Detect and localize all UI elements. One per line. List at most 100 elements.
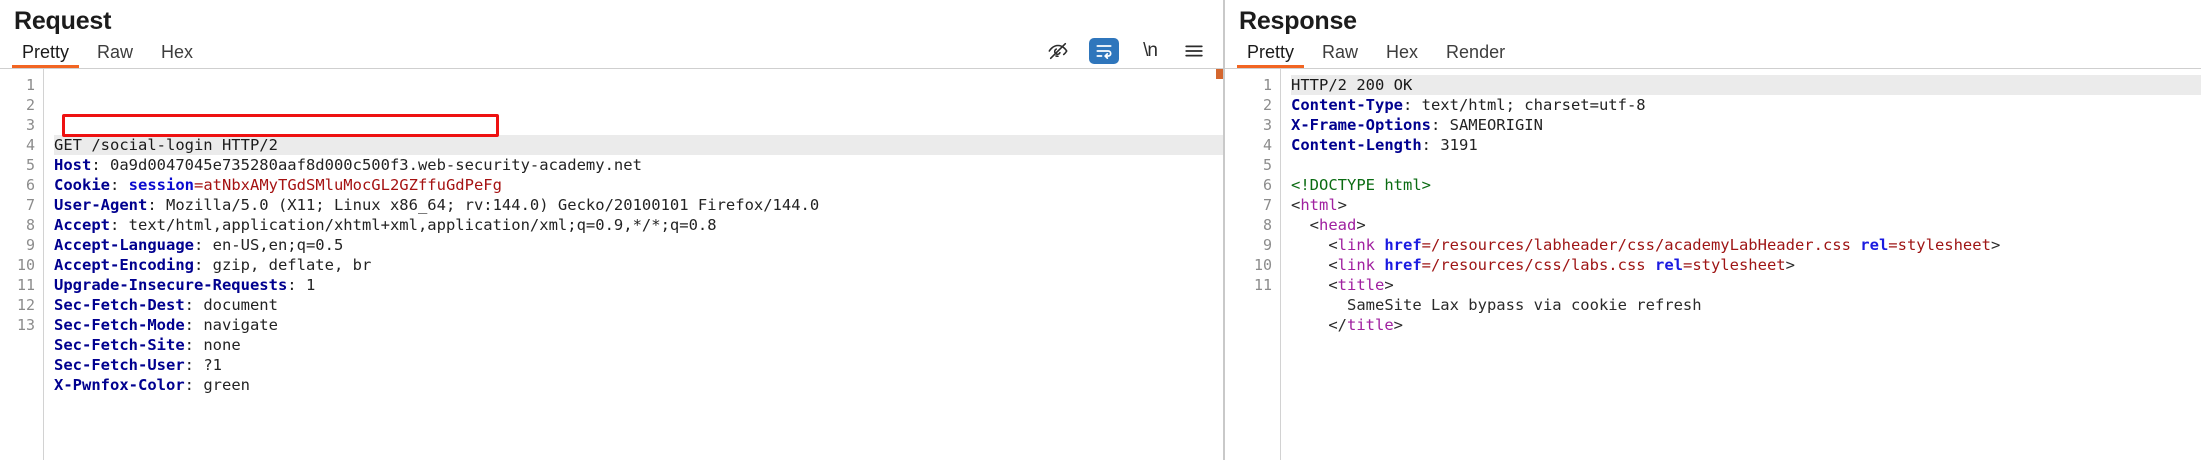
code-token: title xyxy=(1337,276,1385,294)
line-number: 10 xyxy=(16,256,35,274)
code-line: Sec-Fetch-Dest: document xyxy=(54,295,1223,315)
code-token: Sec-Fetch-Dest xyxy=(54,296,185,314)
line-number: 6 xyxy=(25,176,35,194)
line-number: 6 xyxy=(1262,176,1272,194)
response-tab-raw[interactable]: Raw xyxy=(1322,42,1359,62)
code-token: : 1 xyxy=(287,276,316,294)
line-number: 9 xyxy=(1262,236,1272,254)
code-token: User-Agent xyxy=(54,196,148,214)
code-line: <head> xyxy=(1291,215,2201,235)
code-line: Content-Type: text/html; charset=utf-8 xyxy=(1291,95,2201,115)
request-scroll-marker[interactable] xyxy=(1216,69,1223,79)
code-line: <!DOCTYPE html> xyxy=(1291,175,2201,195)
request-tabstrip: Pretty Raw Hex xyxy=(0,38,1223,68)
code-token: : SAMEORIGIN xyxy=(1430,116,1543,134)
code-token: SameSite Lax bypass via cookie refresh xyxy=(1291,296,1702,314)
code-token: Host xyxy=(54,156,92,174)
line-number: 9 xyxy=(25,236,35,254)
code-token: : text/html,application/xhtml+xml,applic… xyxy=(110,216,717,234)
code-line: <html> xyxy=(1291,195,2201,215)
code-token: Upgrade-Insecure-Requests xyxy=(54,276,288,294)
code-token: </ xyxy=(1291,316,1347,334)
code-token: : gzip, deflate, br xyxy=(193,256,372,274)
code-line: <link href=/resources/labheader/css/acad… xyxy=(1291,235,2201,255)
code-token: : 3191 xyxy=(1421,136,1478,154)
code-token: rel xyxy=(1654,256,1683,274)
code-line: Accept-Encoding: gzip, deflate, br xyxy=(54,255,1223,275)
code-token: : document xyxy=(184,296,278,314)
code-token: rel xyxy=(1860,236,1889,254)
code-token: Sec-Fetch-Site xyxy=(54,336,185,354)
code-token: Sec-Fetch-User xyxy=(54,356,185,374)
line-number: 1 xyxy=(1262,76,1272,94)
code-line: <title> xyxy=(1291,275,2201,295)
code-token: X-Frame-Options xyxy=(1291,116,1431,134)
response-tab-hex[interactable]: Hex xyxy=(1386,42,1419,62)
line-number: 8 xyxy=(1262,216,1272,234)
request-panel: Request Pretty Raw Hex xyxy=(0,7,1223,460)
code-token: href xyxy=(1384,236,1422,254)
code-token: html xyxy=(1300,196,1338,214)
newline-icon[interactable]: \n xyxy=(1143,40,1158,61)
code-line: Cookie: session=atNbxAMyTGdSMluMocGL2GZf… xyxy=(54,175,1223,195)
code-token: =stylesheet xyxy=(1682,256,1786,274)
request-tab-raw[interactable]: Raw xyxy=(97,42,134,62)
code-token: < xyxy=(1291,256,1338,274)
code-token xyxy=(1375,256,1384,274)
line-number xyxy=(1225,315,1272,335)
code-token: =atNbxAMyTGdSMluMocGL2GZffuGdPeFg xyxy=(194,176,502,194)
request-tab-hex[interactable]: Hex xyxy=(161,42,194,62)
response-tab-render[interactable]: Render xyxy=(1446,42,1506,62)
code-token: < xyxy=(1291,236,1338,254)
code-token xyxy=(1646,256,1655,274)
code-token: GET /social-login HTTP/2 xyxy=(54,136,278,154)
response-panel-title: Response xyxy=(1239,7,1357,35)
code-line: Accept: text/html,application/xhtml+xml,… xyxy=(54,215,1223,235)
code-line: GET /social-login HTTP/2 xyxy=(54,135,1223,155)
code-line: </title> xyxy=(1291,315,2201,335)
panel-divider[interactable] xyxy=(1223,0,1225,460)
line-number: 2 xyxy=(1262,96,1272,114)
code-token: =stylesheet xyxy=(1888,236,1991,254)
line-number: 5 xyxy=(25,156,35,174)
line-number: 11 xyxy=(1253,276,1272,294)
code-token: : none xyxy=(184,336,241,354)
hamburger-menu-icon[interactable] xyxy=(1181,38,1207,64)
line-number: 5 xyxy=(1262,156,1272,174)
request-tab-pretty[interactable]: Pretty xyxy=(8,38,83,68)
code-line: X-Frame-Options: SAMEORIGIN xyxy=(1291,115,2201,135)
code-token: : text/html; charset=utf-8 xyxy=(1402,96,1646,114)
eye-off-icon[interactable] xyxy=(1045,38,1071,64)
code-token: : green xyxy=(184,376,250,394)
code-token: Content-Length xyxy=(1291,136,1422,154)
cookie-highlight-box xyxy=(62,114,499,137)
code-token: : Mozilla/5.0 (X11; Linux x86_64; rv:144… xyxy=(147,196,820,214)
code-token: =/resources/css/labs.css xyxy=(1421,256,1646,274)
code-token: > xyxy=(1393,316,1404,334)
code-line: Upgrade-Insecure-Requests: 1 xyxy=(54,275,1223,295)
code-token: HTTP/2 200 OK xyxy=(1291,76,1413,94)
code-line: Accept-Language: en-US,en;q=0.5 xyxy=(54,235,1223,255)
line-number: 7 xyxy=(1262,196,1272,214)
request-toolbar: \n xyxy=(1045,37,1207,65)
line-number: 7 xyxy=(25,196,35,214)
code-token: Content-Type xyxy=(1291,96,1403,114)
code-token: : xyxy=(110,176,129,194)
code-token: > xyxy=(1785,256,1795,274)
code-token: < xyxy=(1291,276,1338,294)
code-line: Content-Length: 3191 xyxy=(1291,135,2201,155)
code-token: : 0a9d0047045e735280aaf8d000c500f3.web-s… xyxy=(91,156,642,174)
code-line: Sec-Fetch-User: ?1 xyxy=(54,355,1223,375)
code-token xyxy=(1375,236,1384,254)
response-tab-pretty[interactable]: Pretty xyxy=(1233,38,1308,68)
line-number: 2 xyxy=(25,96,35,114)
code-token: : ?1 xyxy=(184,356,222,374)
code-line: Sec-Fetch-Site: none xyxy=(54,335,1223,355)
word-wrap-icon[interactable] xyxy=(1089,38,1119,64)
